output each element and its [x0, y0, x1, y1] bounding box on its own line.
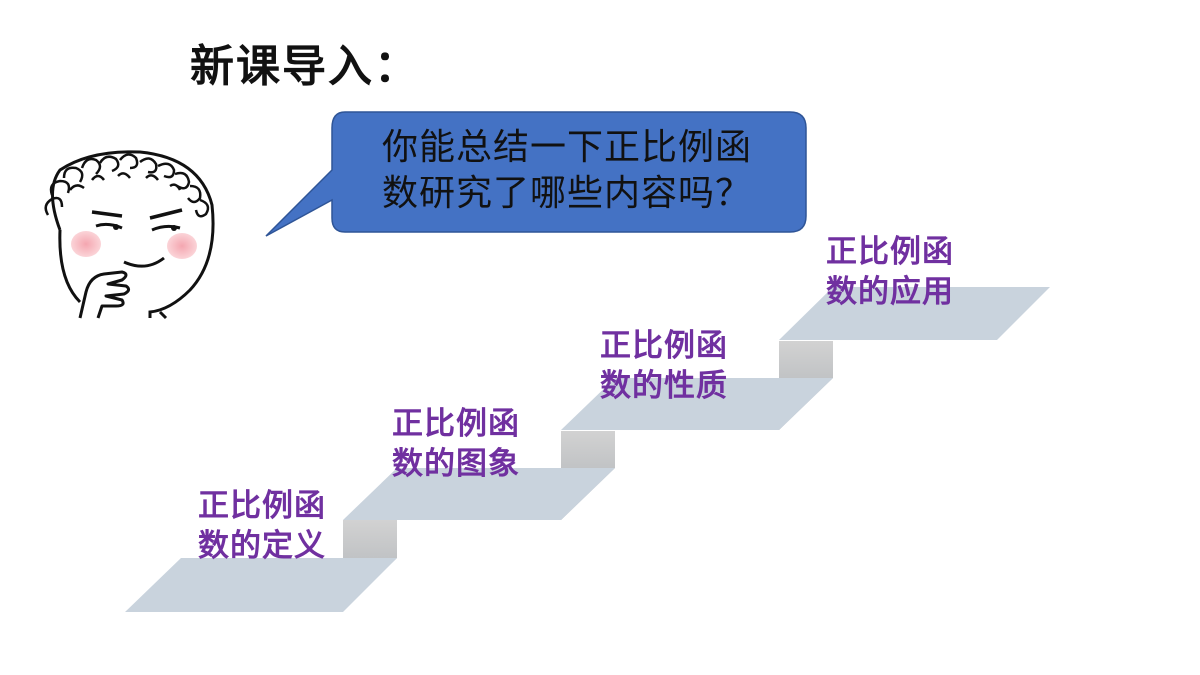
step-label-line-2: 数的图象: [392, 446, 520, 482]
step-label-line-2: 数的应用: [826, 274, 954, 310]
step-label-definition: 正比例函 数的定义: [198, 486, 358, 566]
thinking-face-icon: [44, 150, 215, 320]
step-label-line-2: 数的性质: [600, 368, 728, 404]
speech-line-2: 数研究了哪些内容吗？: [382, 173, 753, 214]
step-label-applications: 正比例函 数的应用: [826, 232, 986, 312]
step-label-line-1: 正比例函: [826, 234, 954, 270]
step-label-graph: 正比例函 数的图象: [392, 404, 552, 484]
page-title: 新课导入：: [190, 41, 420, 92]
step-tread-1: [125, 558, 397, 612]
speech-bubble: [265, 111, 807, 237]
step-tread-4: [779, 287, 1050, 340]
step-tread-3: [561, 378, 833, 430]
step-label-line-1: 正比例函: [392, 406, 520, 442]
step-label-line-1: 正比例函: [600, 328, 728, 364]
step-label-line-1: 正比例函: [198, 488, 326, 524]
speech-bubble-text: 你能总结一下正比例函 数研究了哪些内容吗？: [382, 125, 792, 217]
step-label-properties: 正比例函 数的性质: [600, 326, 760, 406]
step-tread-2: [343, 468, 615, 520]
speech-line-1: 你能总结一下正比例函: [382, 127, 753, 168]
step-label-line-2: 数的定义: [198, 528, 326, 564]
staircase: [125, 287, 1050, 612]
